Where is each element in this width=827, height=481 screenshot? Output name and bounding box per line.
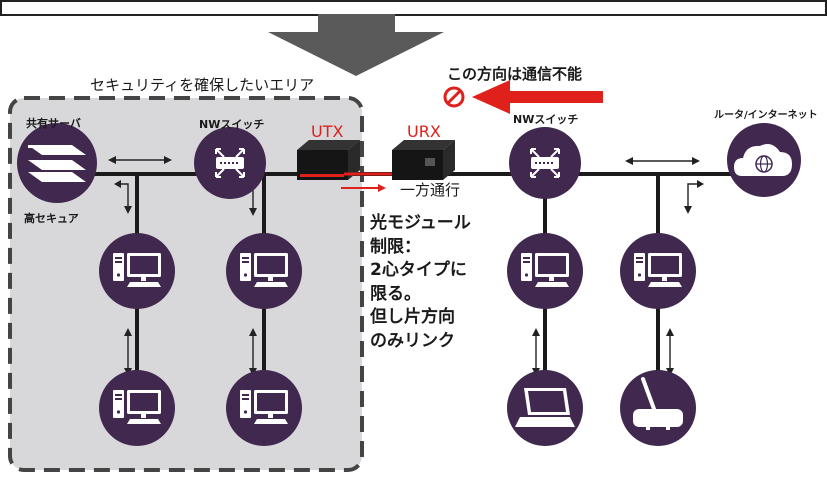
pc-node: [99, 370, 175, 446]
pc-node: [99, 233, 175, 309]
pc-node: [620, 233, 696, 309]
wifi-router-icon: [633, 377, 683, 430]
secure-area-title: セキュリティを確保したいエリア: [90, 76, 315, 94]
server-icon: [28, 145, 86, 182]
module-note-line: のみリンク: [370, 330, 455, 351]
module-note: 光モジュール 制限： 2心タイプに 限る。 但し片方向 のみリンク: [370, 212, 471, 353]
bidir-arrow-switch-router: [625, 157, 700, 165]
server-label: 共有サーバ: [26, 117, 81, 130]
switch-left-label: NWスイッチ: [199, 118, 265, 131]
laptop-node: [507, 370, 583, 446]
oneway-label: 一方通行: [400, 181, 461, 199]
wifi-router-node: [620, 370, 696, 446]
media-converter-utx: [297, 140, 360, 180]
switch-left-node: [194, 127, 266, 199]
router-node: [727, 123, 801, 197]
pc-node: [507, 233, 583, 309]
module-note-line: 2心タイプに: [370, 260, 467, 280]
direction-notice-text: この方向は通信不能: [447, 65, 583, 83]
server-sub-label: 高セキュア: [24, 212, 79, 225]
module-note-line: 但し片方向: [370, 307, 455, 327]
prohibited-icon: [443, 86, 465, 108]
urx-label: URX: [407, 122, 441, 141]
laptop-icon: [515, 388, 575, 427]
utx-label: UTX: [311, 122, 344, 141]
module-note-line: 光モジュール: [370, 213, 471, 233]
pc-node: [226, 370, 302, 446]
pc-node: [226, 233, 302, 309]
router-label: ルータ/インターネット: [714, 110, 818, 121]
direction-notice-arrow: [472, 80, 603, 114]
media-converter-urx: [392, 140, 455, 180]
server-node: [17, 123, 97, 203]
cloud-globe-icon: [734, 144, 792, 176]
down-arrow: [268, 14, 444, 76]
switch-right-node: [509, 127, 581, 199]
switch-right-label: NWスイッチ: [513, 113, 579, 126]
module-note-line: 限る。: [370, 283, 421, 304]
module-note-line: 制限：: [370, 236, 421, 257]
bidir-arrow-server-switch: [108, 156, 172, 164]
